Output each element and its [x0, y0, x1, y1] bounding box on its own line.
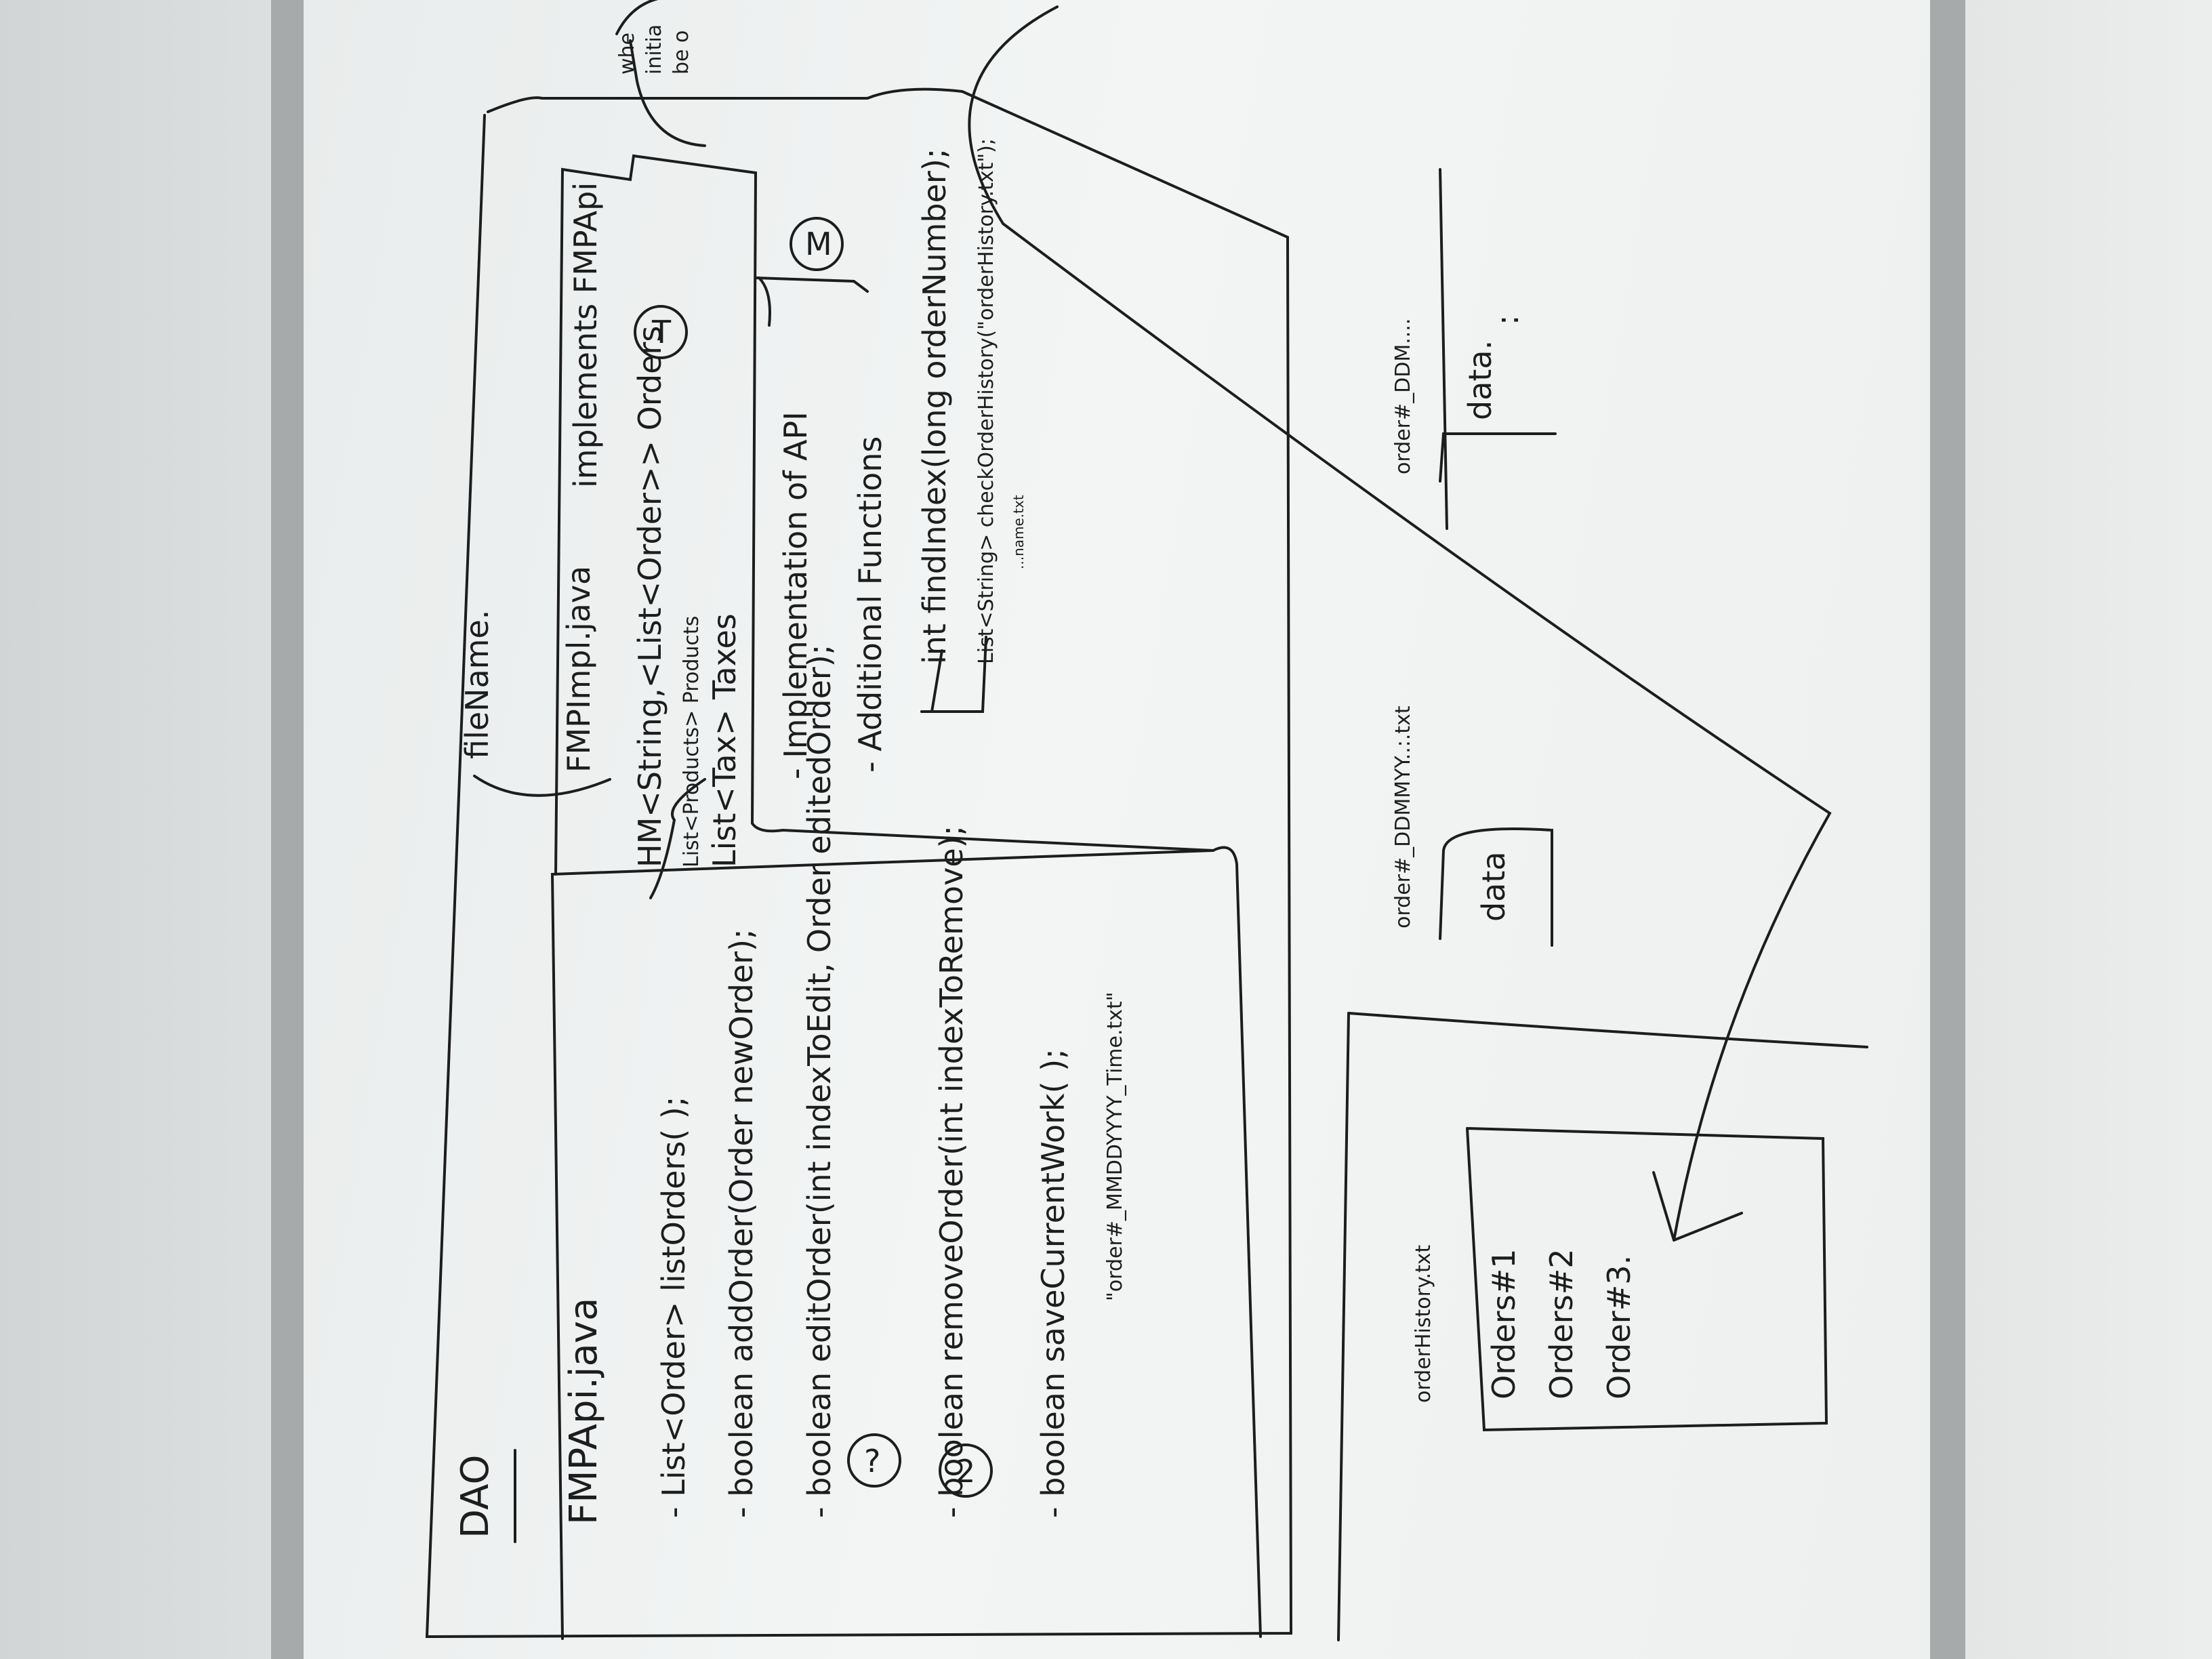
api-method-4: - boolean removeOrder(int indexToRemove)… — [933, 825, 970, 1518]
marker-two: 2 — [956, 1453, 975, 1490]
badge-m-circle — [790, 217, 844, 271]
api-file-title: FMPApi.java — [562, 1298, 606, 1525]
outer-box — [425, 87, 1293, 1639]
top-note-line-1: whe — [615, 33, 639, 75]
file-box-2-outline — [1439, 827, 1553, 947]
divider-vertical — [1337, 1012, 1350, 1641]
impl-name-note: ...name.txt — [1010, 495, 1027, 569]
function-arrow-1 — [920, 636, 987, 713]
arc-arrow — [968, 5, 1832, 1242]
impl-brace — [754, 276, 869, 327]
impl-field-2: List<Products> Products — [680, 616, 703, 867]
top-note-bubble — [615, 0, 706, 147]
fields-brace — [649, 778, 706, 899]
file-box-3-outline — [1439, 168, 1557, 530]
dao-label: DAO — [453, 1454, 497, 1538]
file-box-1-outline — [1466, 1127, 1828, 1432]
file-box-1-line-2: Orders#2 — [1543, 1249, 1580, 1400]
api-method-1: - List<Order> listOrders( ); — [655, 1097, 692, 1518]
filename-annotation-arrow — [473, 775, 611, 797]
badge-t: T — [651, 314, 672, 350]
api-method-3: - boolean editOrder(int indexToEdit, Ord… — [801, 644, 838, 1518]
api-method-2: - boolean addOrder(Order newOrder); — [723, 928, 760, 1518]
badge-t-circle — [634, 305, 688, 359]
file-box-1-title: orderHistory.txt — [1412, 1245, 1435, 1403]
api-method-5: - boolean saveCurrentWork( ); — [1035, 1048, 1071, 1518]
file-box-2-title: order#_DDMMYY..:.txt — [1391, 705, 1415, 928]
divider-horizontal — [1347, 1012, 1868, 1048]
file-box-3-line-2: : — [1489, 315, 1525, 326]
wall-right — [1965, 0, 2212, 1659]
arc-arrow-head — [1652, 1171, 1743, 1242]
file-box-2-line-1: data — [1475, 851, 1512, 922]
impl-panel-box — [554, 154, 1214, 876]
wall-left — [0, 0, 271, 1659]
impl-function-2: List<String> checkOrderHistory("orderHis… — [975, 138, 998, 664]
top-note-line-2: initia — [642, 24, 666, 75]
impl-additional: - Additional Functions — [852, 436, 888, 773]
badge-m: M — [805, 226, 832, 262]
api-filename-pattern: "order#_MMDDYYYY_Time.txt" — [1103, 991, 1127, 1301]
impl-implementation: - Implementation of API — [777, 411, 814, 779]
file-box-1-line-1: Orders#1 — [1486, 1249, 1522, 1400]
impl-field-1: HM<String,<List<Order>> Orders — [632, 326, 668, 867]
marker-question-circle — [847, 1433, 901, 1488]
top-note-line-3: be o — [670, 30, 693, 75]
file-box-3-line-1: data. — [1462, 340, 1498, 420]
impl-function-1: int findIndex(long orderNumber); — [916, 148, 953, 664]
marker-question: ? — [864, 1443, 880, 1479]
impl-implements: implements FMPApi — [567, 182, 604, 488]
impl-file-title: FMPImpl.java — [560, 566, 597, 773]
impl-field-3: List<Tax> Taxes — [706, 613, 743, 867]
file-box-1-line-3: Order#3. — [1601, 1255, 1637, 1399]
file-box-3-title: order#_DDM.... — [1391, 319, 1415, 474]
filename-annotation: fileName. — [459, 610, 495, 759]
marker-two-circle — [939, 1443, 993, 1498]
function-arrow-2 — [920, 649, 943, 713]
whiteboard-surface — [304, 0, 1930, 1659]
